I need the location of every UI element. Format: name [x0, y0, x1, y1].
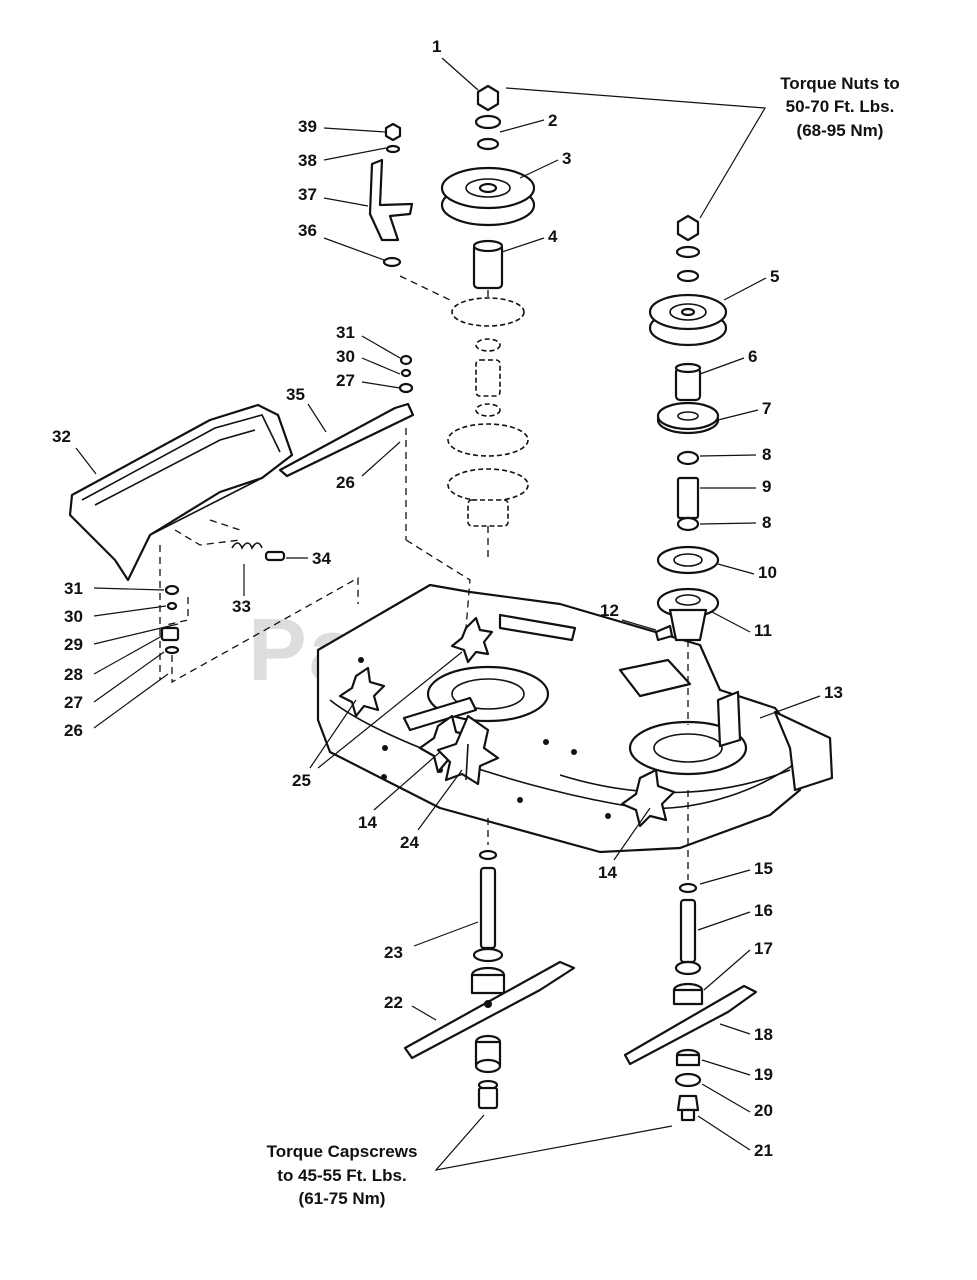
callout-28: 28	[64, 665, 83, 684]
callout-26b: 26	[64, 721, 83, 740]
callout-27b: 27	[64, 693, 83, 712]
svg-text:50-70 Ft. Lbs.: 50-70 Ft. Lbs.	[786, 97, 895, 116]
left-blade	[403, 960, 576, 1060]
callout-25: 25	[292, 771, 311, 790]
callout-32: 32	[52, 427, 71, 446]
svg-text:to 45-55 Ft. Lbs.: to 45-55 Ft. Lbs.	[277, 1166, 406, 1185]
callout-9: 9	[762, 477, 771, 496]
svg-text:(61-75 Nm): (61-75 Nm)	[299, 1189, 386, 1208]
callout-37: 37	[298, 185, 317, 204]
callout-22: 22	[384, 993, 403, 1012]
star-bracket	[450, 616, 494, 664]
callout-6: 6	[748, 347, 757, 366]
torque-capscrews-note: Torque Capscrews to 45-55 Ft. Lbs. (61-7…	[267, 1142, 418, 1208]
right-blade-stack	[623, 882, 758, 1122]
callout-7: 7	[762, 399, 771, 418]
callout-12: 12	[600, 601, 619, 620]
callout-23: 23	[384, 943, 403, 962]
right-spindle-stack	[648, 214, 728, 642]
callout-15: 15	[754, 859, 773, 878]
star-bracket	[338, 666, 386, 718]
svg-text:(68-95 Nm): (68-95 Nm)	[797, 121, 884, 140]
callout-30b: 30	[64, 607, 83, 626]
callout-24: 24	[400, 833, 419, 852]
left-spindle-stack	[440, 84, 536, 527]
callout-21: 21	[754, 1141, 773, 1160]
callout-31b: 31	[64, 579, 83, 598]
callout-11: 11	[754, 621, 772, 640]
callout-14a: 14	[358, 813, 377, 832]
callout-29: 29	[64, 635, 83, 654]
callout-13: 13	[824, 683, 843, 702]
callout-10: 10	[758, 563, 777, 582]
callout-16: 16	[754, 901, 773, 920]
callout-3: 3	[562, 149, 571, 168]
idler-bracket	[368, 158, 414, 242]
hinge-rod	[278, 402, 415, 478]
callout-19: 19	[754, 1065, 773, 1084]
callout-1: 1	[432, 37, 441, 56]
callout-35: 35	[286, 385, 305, 404]
callout-18: 18	[754, 1025, 773, 1044]
callout-33: 33	[232, 597, 251, 616]
callout-31a: 31	[336, 323, 355, 342]
torque-nuts-note: Torque Nuts to 50-70 Ft. Lbs. (68-95 Nm)	[780, 74, 900, 140]
mower-deck	[316, 583, 834, 854]
callout-27a: 27	[336, 371, 355, 390]
callout-36: 36	[298, 221, 317, 240]
callout-26a: 26	[336, 473, 355, 492]
star-bracket	[620, 768, 676, 828]
discharge-chute	[68, 403, 294, 582]
callout-34: 34	[312, 549, 331, 568]
callout-30a: 30	[336, 347, 355, 366]
callout-39: 39	[298, 117, 317, 136]
callout-5: 5	[770, 267, 779, 286]
spring-pin	[264, 550, 286, 562]
callout-20: 20	[754, 1101, 773, 1120]
callout-17: 17	[754, 939, 773, 958]
callout-4: 4	[548, 227, 558, 246]
left-blade-stack	[403, 849, 576, 1110]
callout-2: 2	[548, 111, 557, 130]
chute-spring	[231, 542, 263, 550]
svg-text:Torque Capscrews: Torque Capscrews	[267, 1142, 418, 1161]
svg-text:Torque Nuts to: Torque Nuts to	[780, 74, 900, 93]
right-blade	[623, 984, 758, 1066]
callout-labels: 1 2 3 4 5 6 7 8 9 8 10 11 12 13 14 14 15…	[52, 37, 843, 1160]
callout-14b: 14	[598, 863, 617, 882]
callout-8a: 8	[762, 445, 771, 464]
callout-8b: 8	[762, 513, 771, 532]
callout-38: 38	[298, 151, 317, 170]
